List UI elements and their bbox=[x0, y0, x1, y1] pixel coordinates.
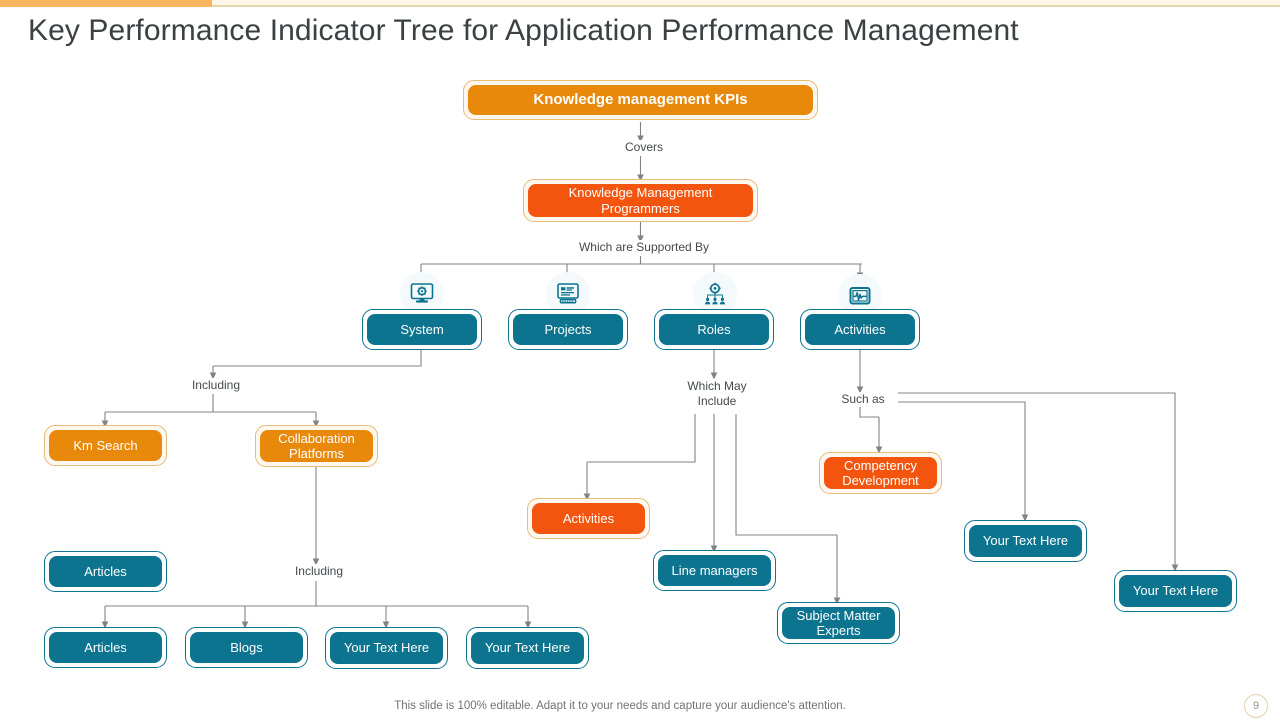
gear-people-icon bbox=[704, 282, 726, 305]
node-blogs-label: Blogs bbox=[190, 632, 303, 663]
node-projects-label: Projects bbox=[513, 314, 623, 345]
node-projects[interactable]: Projects bbox=[508, 309, 628, 350]
node-your-text-here-2-label: Your Text Here bbox=[471, 632, 584, 664]
node-blogs[interactable]: Blogs bbox=[185, 627, 308, 668]
edge-label-which-may-include: Which May Include bbox=[672, 379, 762, 409]
node-roles-label: Roles bbox=[659, 314, 769, 345]
top-accent-bar bbox=[0, 0, 1280, 7]
node-articles-left[interactable]: Articles bbox=[44, 551, 167, 592]
node-activities-orange-label: Activities bbox=[532, 503, 645, 534]
node-line-managers[interactable]: Line managers bbox=[653, 550, 776, 591]
node-subject-matter-experts-label: Subject Matter Experts bbox=[782, 607, 895, 639]
node-activities-orange[interactable]: Activities bbox=[527, 498, 650, 539]
icon-bubble-system bbox=[400, 272, 444, 316]
node-subject-matter-experts[interactable]: Subject Matter Experts bbox=[777, 602, 900, 644]
accent-cream-segment bbox=[212, 0, 1280, 7]
monitor-chart-icon bbox=[557, 283, 579, 304]
node-km-programmers-label: Knowledge Management Programmers bbox=[528, 184, 753, 217]
node-activities-teal[interactable]: Activities bbox=[800, 309, 920, 350]
node-collaboration-platforms[interactable]: Collaboration Platforms bbox=[255, 425, 378, 467]
node-articles-bottom-label: Articles bbox=[49, 632, 162, 663]
node-competency-development-label: Competency Development bbox=[824, 457, 937, 489]
node-km-search[interactable]: Km Search bbox=[44, 425, 167, 466]
node-competency-development[interactable]: Competency Development bbox=[819, 452, 942, 494]
node-your-text-here-3-label: Your Text Here bbox=[969, 525, 1082, 557]
page-title: Key Performance Indicator Tree for Appli… bbox=[28, 14, 1019, 47]
icon-bubble-roles bbox=[693, 272, 737, 316]
node-activities-teal-label: Activities bbox=[805, 314, 915, 345]
edge-label-such-as: Such as bbox=[828, 392, 898, 407]
node-km-programmers[interactable]: Knowledge Management Programmers bbox=[523, 179, 758, 222]
node-your-text-here-4-label: Your Text Here bbox=[1119, 575, 1232, 607]
node-roles[interactable]: Roles bbox=[654, 309, 774, 350]
node-system[interactable]: System bbox=[362, 309, 482, 350]
monitor-gear-icon bbox=[410, 283, 434, 303]
node-collaboration-platforms-label: Collaboration Platforms bbox=[260, 430, 373, 462]
edge-label-including-top: Including bbox=[178, 378, 254, 393]
node-your-text-here-3[interactable]: Your Text Here bbox=[964, 520, 1087, 562]
edge-label-including-bottom: Including bbox=[281, 564, 357, 579]
node-your-text-here-4[interactable]: Your Text Here bbox=[1114, 570, 1237, 612]
node-your-text-here-2[interactable]: Your Text Here bbox=[466, 627, 589, 669]
accent-orange-segment bbox=[0, 0, 212, 7]
node-articles-left-label: Articles bbox=[49, 556, 162, 587]
accent-underline bbox=[212, 5, 1280, 7]
page-number: 9 bbox=[1244, 694, 1268, 718]
edge-label-covers: Covers bbox=[610, 140, 678, 155]
node-articles-bottom[interactable]: Articles bbox=[44, 627, 167, 668]
edge-label-supported-by: Which are Supported By bbox=[562, 240, 726, 255]
footer-note: This slide is 100% editable. Adapt it to… bbox=[394, 700, 846, 712]
node-system-label: System bbox=[367, 314, 477, 345]
node-your-text-here-1[interactable]: Your Text Here bbox=[325, 627, 448, 669]
node-line-managers-label: Line managers bbox=[658, 555, 771, 586]
node-km-search-label: Km Search bbox=[49, 430, 162, 461]
node-root-label: Knowledge management KPIs bbox=[468, 85, 813, 115]
monitor-waveform-icon bbox=[849, 287, 871, 305]
icon-bubble-projects bbox=[546, 272, 590, 316]
node-your-text-here-1-label: Your Text Here bbox=[330, 632, 443, 664]
node-root[interactable]: Knowledge management KPIs bbox=[463, 80, 818, 120]
